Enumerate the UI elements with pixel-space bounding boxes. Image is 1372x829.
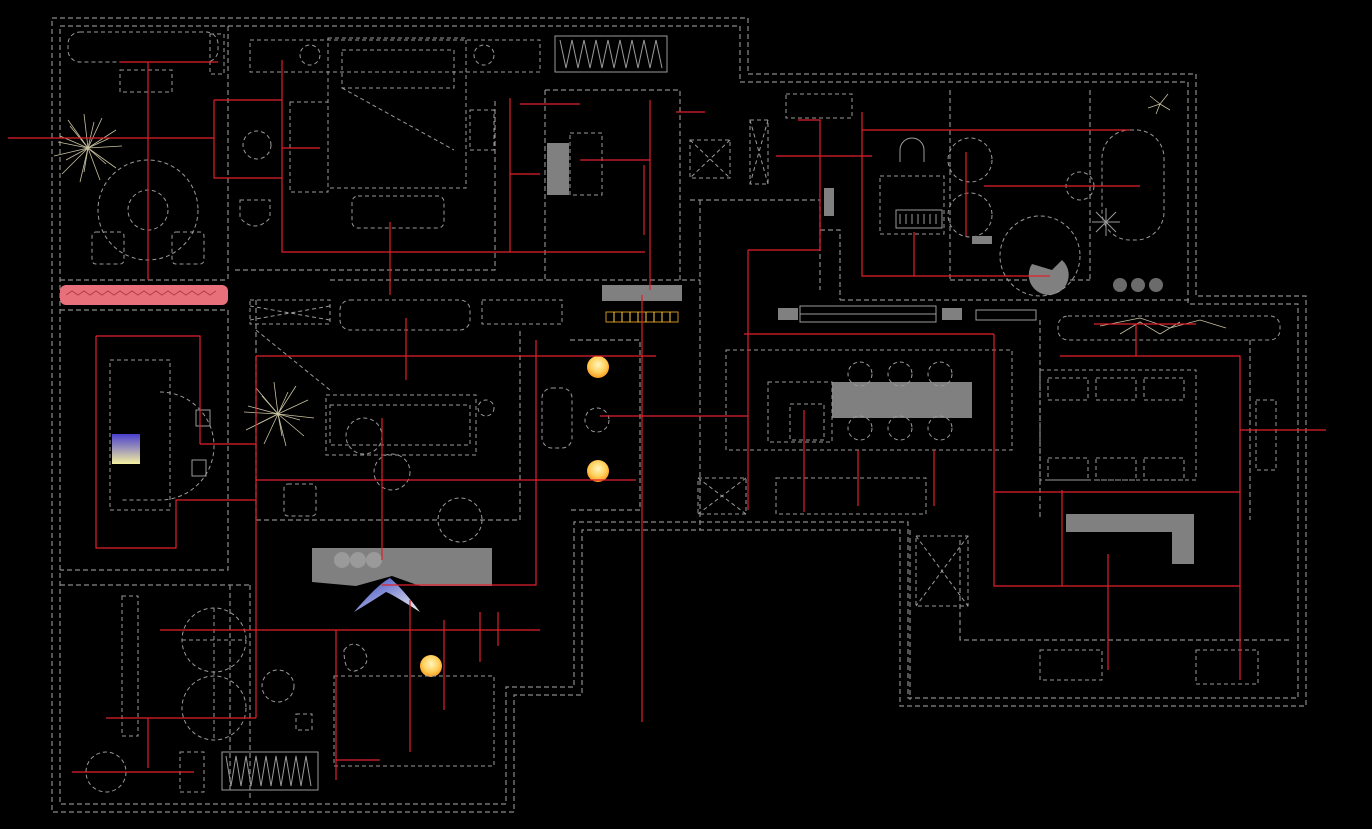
walk-in-closet [547, 35, 731, 196]
electrical-wiring [8, 60, 1326, 780]
master-bedroom [249, 37, 541, 229]
kitchen [915, 315, 1281, 685]
dining-room [697, 305, 1037, 515]
exterior-walls [51, 17, 1307, 813]
master-bathroom [749, 93, 1171, 297]
decorative-rug-strip [60, 285, 228, 305]
potted-plant-study [53, 113, 123, 183]
ceiling-lights [420, 356, 609, 677]
study-room [67, 31, 272, 265]
family-room [109, 359, 215, 511]
potted-plant-living [243, 381, 315, 447]
television-icon [112, 434, 140, 464]
interior-walls [60, 26, 1290, 800]
hall-console [541, 285, 682, 449]
media-console [312, 548, 492, 612]
guest-bathroom [85, 595, 495, 793]
